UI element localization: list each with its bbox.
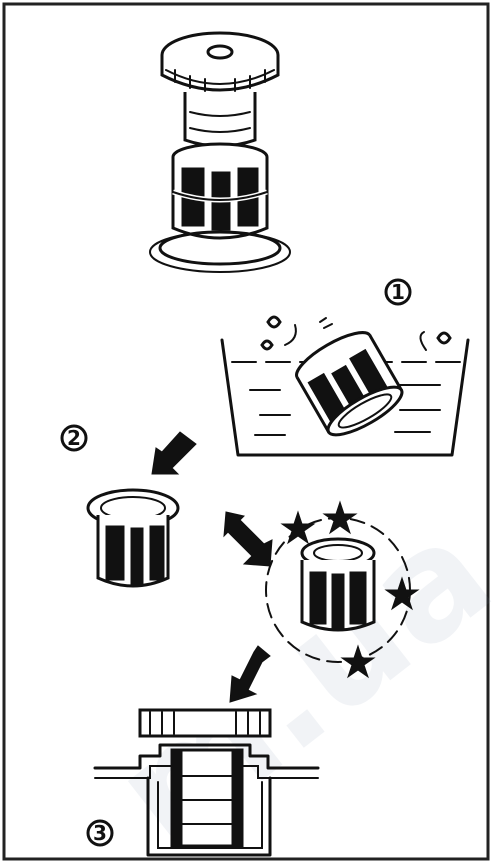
step-2-badge xyxy=(60,424,88,452)
step-3-number: 3 xyxy=(93,821,107,845)
step-2-number: 2 xyxy=(67,426,81,450)
arrow-step2 xyxy=(151,431,197,475)
step-1-badge xyxy=(384,278,412,306)
step-3-badge xyxy=(86,819,114,847)
step-1-wash: 1 xyxy=(220,278,470,457)
step-3-install: 3 xyxy=(86,708,320,857)
assembled-filter xyxy=(149,31,291,273)
step-2-dry: 2 xyxy=(60,424,420,679)
arrow-step3 xyxy=(229,645,271,703)
arrow-to-spin xyxy=(223,511,273,567)
step-1-number: 1 xyxy=(391,280,405,304)
